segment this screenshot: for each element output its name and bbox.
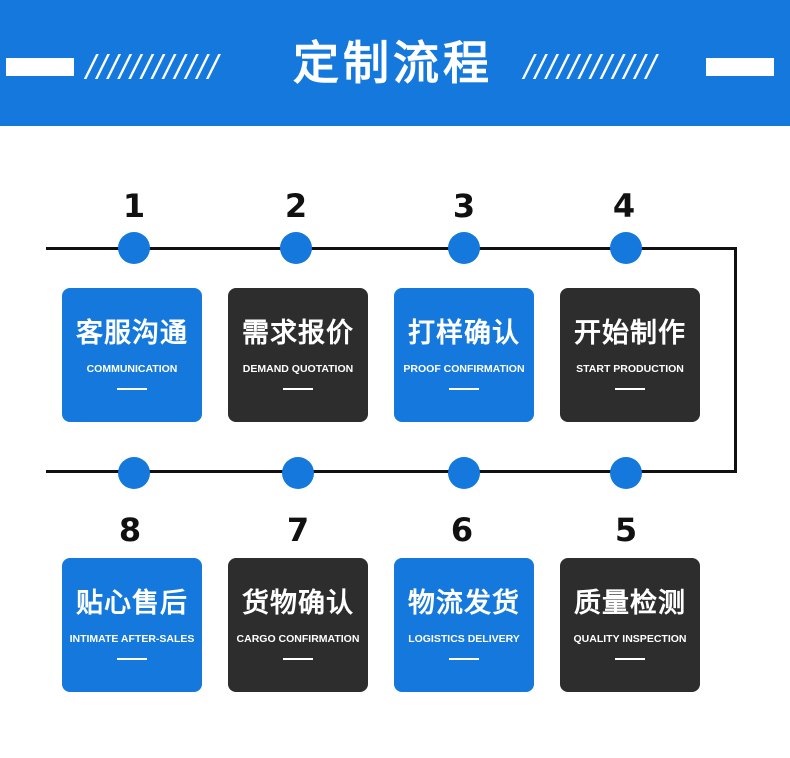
step-dot: [448, 232, 480, 264]
step-number: 8: [118, 511, 142, 549]
step-number: 1: [122, 187, 146, 225]
step-subtitle: DEMAND QUOTATION: [242, 363, 354, 375]
step-title: 质量检测: [574, 588, 686, 619]
step-subtitle: CARGO CONFIRMATION: [236, 633, 360, 645]
step-dash: [615, 658, 645, 660]
step-title: 打样确认: [408, 318, 520, 349]
step-card-communication: 客服沟通 COMMUNICATION: [62, 288, 202, 422]
step-dash: [449, 658, 479, 660]
step-dash: [615, 388, 645, 390]
step-dot: [118, 457, 150, 489]
step-card-start-production: 开始制作 START PRODUCTION: [560, 288, 700, 422]
step-number: 4: [612, 187, 636, 225]
step-dash: [449, 388, 479, 390]
step-dot: [610, 232, 642, 264]
step-dash: [283, 388, 313, 390]
step-dash: [117, 658, 147, 660]
step-subtitle: PROOF CONFIRMATION: [403, 363, 525, 375]
step-title: 开始制作: [574, 318, 686, 349]
step-title: 客服沟通: [76, 318, 188, 349]
step-card-demand-quotation: 需求报价 DEMAND QUOTATION: [228, 288, 368, 422]
step-title: 需求报价: [242, 318, 354, 349]
step-subtitle: INTIMATE AFTER-SALES: [69, 633, 195, 645]
step-title: 货物确认: [242, 588, 354, 619]
right-bar-decoration: [706, 58, 774, 76]
step-dot: [280, 232, 312, 264]
step-number: 2: [284, 187, 308, 225]
page-title: 定制流程: [293, 36, 493, 90]
step-card-quality-inspection: 质量检测 QUALITY INSPECTION: [560, 558, 700, 692]
right-slashes-decoration: ////////////: [524, 49, 658, 84]
step-number: 3: [452, 187, 476, 225]
step-card-after-sales: 贴心售后 INTIMATE AFTER-SALES: [62, 558, 202, 692]
left-slashes-decoration: ////////////: [86, 49, 220, 84]
step-subtitle: QUALITY INSPECTION: [573, 633, 687, 645]
step-title: 物流发货: [408, 588, 520, 619]
step-dash: [283, 658, 313, 660]
step-number: 6: [450, 511, 474, 549]
header-banner: //////////// 定制流程 ////////////: [0, 0, 790, 126]
step-number: 5: [614, 511, 638, 549]
step-card-cargo-confirmation: 货物确认 CARGO CONFIRMATION: [228, 558, 368, 692]
step-card-logistics-delivery: 物流发货 LOGISTICS DELIVERY: [394, 558, 534, 692]
step-title: 贴心售后: [76, 588, 188, 619]
step-card-proof-confirmation: 打样确认 PROOF CONFIRMATION: [394, 288, 534, 422]
left-bar-decoration: [6, 58, 74, 76]
step-number: 7: [286, 511, 310, 549]
step-dot: [282, 457, 314, 489]
step-subtitle: START PRODUCTION: [576, 363, 684, 375]
step-dot: [118, 232, 150, 264]
step-dot: [448, 457, 480, 489]
step-dot: [610, 457, 642, 489]
step-subtitle: COMMUNICATION: [86, 363, 178, 375]
flow-line-top: [46, 247, 736, 250]
step-dash: [117, 388, 147, 390]
flow-line-bottom: [46, 470, 737, 473]
flow-line-right: [734, 247, 737, 473]
step-subtitle: LOGISTICS DELIVERY: [408, 633, 520, 645]
